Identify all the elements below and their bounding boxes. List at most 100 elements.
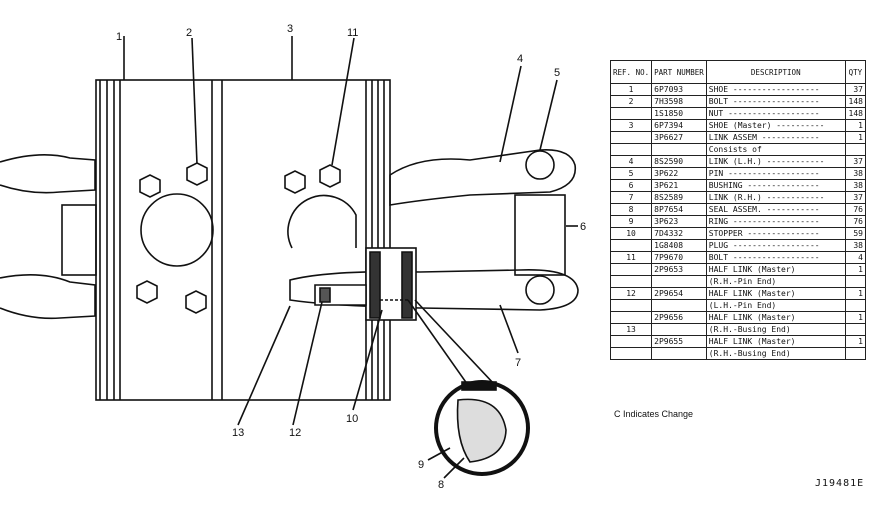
cell-part: 6P7394 xyxy=(651,119,707,132)
cell-part: 3P623 xyxy=(651,215,707,228)
cell-desc: BOLT ------------------ xyxy=(705,251,846,264)
bolt-hex xyxy=(185,290,207,314)
cell-desc: RING ------------------ xyxy=(705,215,846,228)
cell-ref: 7 xyxy=(609,191,653,204)
cell-desc: HALF LINK (Master) xyxy=(705,311,846,324)
qty-header: QTY xyxy=(844,60,867,84)
upper-left-link xyxy=(0,154,96,194)
cell-qty: 76 xyxy=(844,203,867,216)
cell-ref: 3 xyxy=(609,119,653,132)
figure-id: J19481E xyxy=(815,478,865,489)
cell-desc: (R.H.-Busing End) xyxy=(705,323,846,336)
table-row: 13(R.H.-Busing End) xyxy=(609,323,867,336)
cell-qty: 1 xyxy=(844,119,867,132)
cell-qty xyxy=(844,143,867,156)
table-header-row: REF. NO. PART NUMBER DESCRIPTION QTY xyxy=(609,60,867,84)
cell-part: 7D4332 xyxy=(651,227,707,240)
cell-ref: 6 xyxy=(609,179,653,192)
cell-desc: LINK (L.H.) ------------ xyxy=(705,155,846,168)
callout-13: 13 xyxy=(232,427,244,439)
cell-desc: LINK ASSEM ------------ xyxy=(705,131,846,144)
cell-desc: BUSHING --------------- xyxy=(705,179,846,192)
cell-ref: 8 xyxy=(609,203,653,216)
callout-5: 5 xyxy=(554,67,560,79)
bolt-hex xyxy=(284,170,306,194)
cell-qty xyxy=(844,275,867,288)
cell-qty: 148 xyxy=(844,95,867,108)
cell-ref: 2 xyxy=(609,95,653,108)
callout-9: 9 xyxy=(418,459,424,471)
cell-desc: SHOE (Master) ---------- xyxy=(705,119,846,132)
cell-ref xyxy=(609,347,653,360)
cell-qty: 38 xyxy=(844,167,867,180)
callout-7: 7 xyxy=(515,357,521,369)
cell-desc: HALF LINK (Master) xyxy=(705,263,846,276)
lower-pin-end xyxy=(525,275,555,305)
upper-pin-end xyxy=(525,150,555,180)
cell-part xyxy=(651,143,707,156)
cell-qty: 148 xyxy=(844,107,867,120)
cell-part: 2P9655 xyxy=(651,335,707,348)
cell-part: 8S2590 xyxy=(651,155,707,168)
cell-qty: 1 xyxy=(844,263,867,276)
cell-qty: 1 xyxy=(844,287,867,300)
callout-8: 8 xyxy=(438,479,444,491)
cell-qty: 37 xyxy=(844,191,867,204)
cell-part: 7P9670 xyxy=(651,251,707,264)
bolt-hex xyxy=(136,280,158,304)
cell-qty xyxy=(844,299,867,312)
cell-ref: 1 xyxy=(609,83,653,96)
cell-part xyxy=(651,323,707,336)
cell-desc: SEAL ASSEM. ----------- xyxy=(705,203,846,216)
cell-ref xyxy=(609,143,653,156)
bolt-hex xyxy=(319,164,341,188)
track-shoe-body xyxy=(95,79,391,401)
cell-ref: 5 xyxy=(609,167,653,180)
cell-desc: SHOE ------------------ xyxy=(705,83,846,96)
callout-6: 6 xyxy=(580,221,586,233)
cell-qty: 1 xyxy=(844,131,867,144)
track-assembly-illustration: 1 2 3 4 5 6 7 8 9 10 11 12 13 C C xyxy=(0,23,586,491)
part-number-header: PART NUMBER xyxy=(651,60,707,84)
cell-ref xyxy=(609,131,653,144)
cell-part: 1G8408 xyxy=(651,239,707,252)
cell-desc: (L.H.-Pin End) xyxy=(705,299,846,312)
cell-ref xyxy=(609,275,653,288)
change-note: C Indicates Change xyxy=(614,409,694,419)
cell-qty xyxy=(844,347,867,360)
cell-part: 7H3598 xyxy=(651,95,707,108)
cell-ref xyxy=(609,239,653,252)
callout-1: 1 xyxy=(116,31,122,43)
callout-2: 2 xyxy=(186,27,192,39)
cell-qty: 37 xyxy=(844,83,867,96)
cell-part: 2P9653 xyxy=(651,263,707,276)
callout-4: 4 xyxy=(517,53,523,65)
upper-right-link xyxy=(389,148,577,206)
cell-ref: 12 xyxy=(609,287,653,300)
cell-ref: 10 xyxy=(609,227,653,240)
cell-part: 3P6627 xyxy=(651,131,707,144)
cell-desc: LINK (R.H.) ------------ xyxy=(705,191,846,204)
cell-ref: 4 xyxy=(609,155,653,168)
cell-desc: HALF LINK (Master) xyxy=(705,287,846,300)
cell-desc: PLUG ------------------ xyxy=(705,239,846,252)
cell-part: 3P622 xyxy=(651,167,707,180)
bolt-hex xyxy=(139,174,161,198)
table-row: (R.H.-Pin End) xyxy=(609,275,867,288)
cell-desc: NUT ------------------- xyxy=(705,107,846,120)
cell-ref: 9 xyxy=(609,215,653,228)
cell-part: 1S1850 xyxy=(651,107,707,120)
cell-ref: 11 xyxy=(609,251,653,264)
